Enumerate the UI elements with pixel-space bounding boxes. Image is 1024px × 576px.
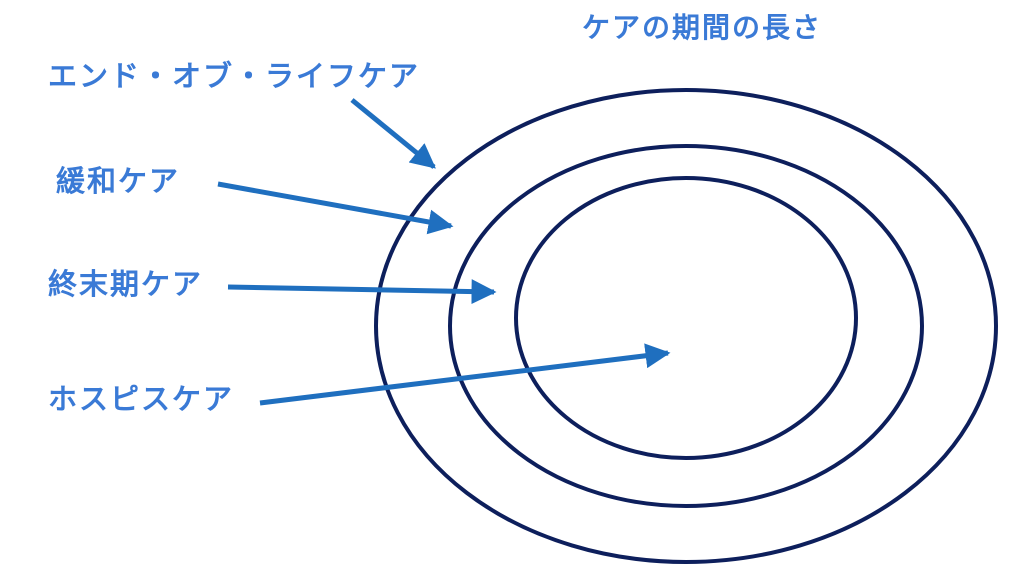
label-end-of-life-care: エンド・オブ・ライフケア	[48, 59, 421, 93]
label-palliative-care: 緩和ケア	[56, 164, 181, 198]
diagram-title: ケアの期間の長さ	[582, 11, 823, 44]
label-hospice-care: ホスピスケア	[48, 382, 235, 416]
arrow-hospice	[259, 343, 671, 406]
arrow-end-of-life	[350, 98, 436, 169]
label-terminal-care: 終末期ケア	[48, 267, 204, 301]
middle-ring-palliative	[448, 144, 924, 508]
outer-ring-end-of-life	[374, 88, 998, 564]
arrow-palliative	[217, 181, 454, 235]
inner-ring-terminal	[514, 176, 858, 460]
arrow-terminal	[227, 279, 497, 305]
